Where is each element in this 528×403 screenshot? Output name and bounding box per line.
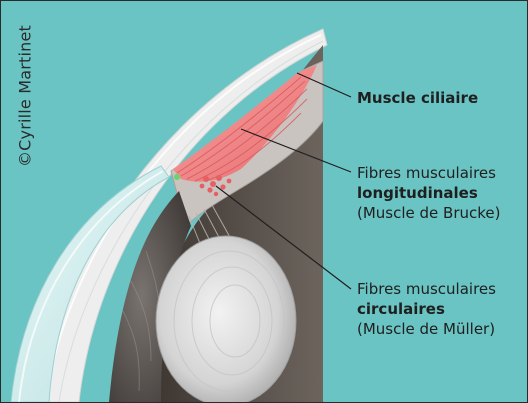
label-longitudinales-line2: longitudinales: [357, 183, 501, 203]
label-longitudinales-line1: Fibres musculaires: [357, 163, 501, 183]
label-circulaires: Fibres musculaires circulaires (Muscle d…: [357, 279, 496, 339]
label-circulaires-line3: (Muscle de Müller): [357, 319, 496, 339]
copyright-credit: ©Cyrille Martinet: [16, 25, 35, 167]
label-circulaires-line1: Fibres musculaires: [357, 279, 496, 299]
label-circulaires-line2: circulaires: [357, 299, 496, 319]
label-longitudinales: Fibres musculaires longitudinales (Muscl…: [357, 163, 501, 223]
lens: [156, 236, 296, 402]
label-longitudinales-line3: (Muscle de Brucke): [357, 203, 501, 223]
label-muscle-ciliaire: Muscle ciliaire: [357, 88, 478, 108]
schlemm-canal: [174, 174, 180, 180]
